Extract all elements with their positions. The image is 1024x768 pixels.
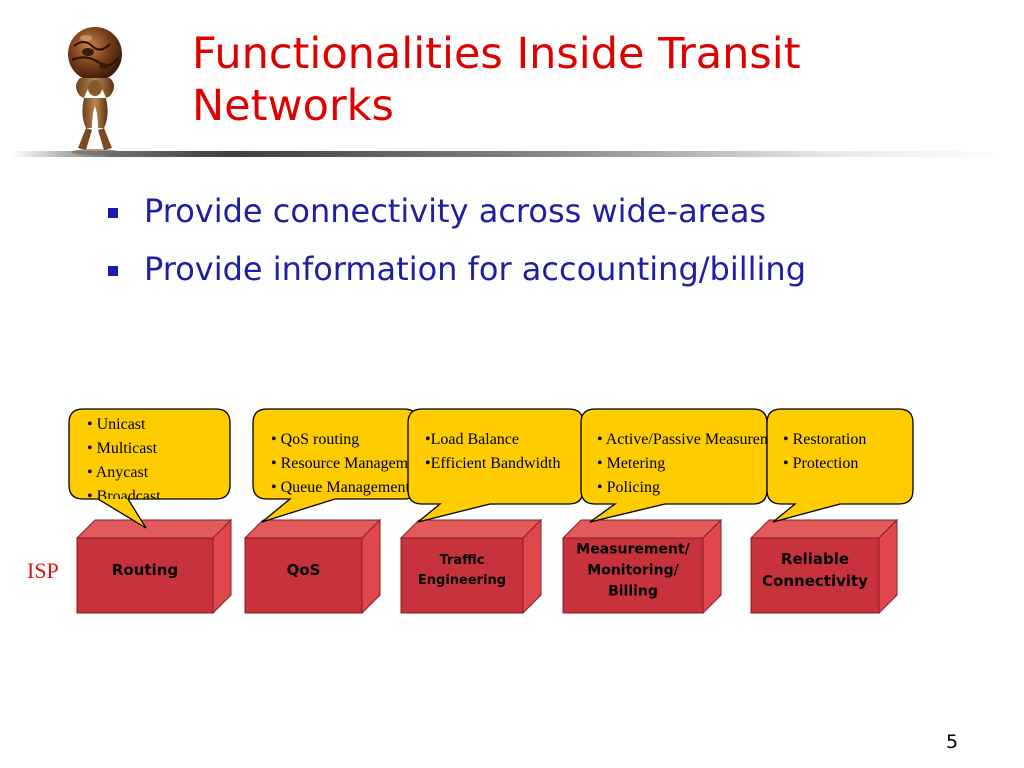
callout-item: • QoS routing bbox=[271, 431, 359, 448]
title-divider bbox=[12, 151, 1012, 157]
callout-item: • Queue Management bbox=[271, 479, 410, 496]
function-block: Measurement/Monitoring/Billing bbox=[561, 518, 723, 615]
callout-shape bbox=[580, 408, 768, 523]
block-top-face bbox=[75, 519, 233, 539]
block-label: Routing bbox=[112, 561, 178, 579]
bullet-item: Provide information for accounting/billi… bbox=[108, 246, 806, 304]
callout-shape bbox=[68, 408, 231, 529]
block-front-face bbox=[400, 537, 524, 614]
callout-item: • Policing bbox=[597, 479, 660, 496]
block-front-face bbox=[76, 537, 214, 614]
callout-bubble: • Restoration • Protection bbox=[766, 408, 914, 523]
callout-item: •Load Balance bbox=[425, 431, 519, 448]
callout-bubble: • QoS routing • Resource Management • Queu… bbox=[252, 408, 428, 523]
callout-item: • Unicast bbox=[87, 416, 146, 433]
bullet-text: Provide information for accounting/billi… bbox=[144, 250, 807, 288]
block-top-face bbox=[399, 519, 543, 539]
slide-title: Functionalities Inside Transit Networks bbox=[192, 28, 952, 132]
block-label: Engineering bbox=[418, 573, 506, 588]
slide-title-line-2: Networks bbox=[192, 81, 394, 131]
callout-item: • Active/Passive Measurement bbox=[597, 431, 792, 448]
bullet-list: Provide connectivity across wide-areas P… bbox=[108, 188, 806, 304]
callout-item: • Broadcast bbox=[87, 488, 161, 505]
block-top-face bbox=[561, 519, 723, 539]
block-top-face bbox=[243, 519, 382, 539]
callout-bubble: •Load Balance •Efficient Bandwidth bbox=[407, 408, 584, 523]
bullet-square-icon bbox=[108, 208, 118, 218]
bullet-square-icon bbox=[108, 266, 118, 276]
callout-text-group: •Load Balance •Efficient Bandwidth bbox=[425, 431, 561, 472]
callout-item: •Efficient Bandwidth bbox=[425, 455, 561, 472]
block-label: Monitoring/ bbox=[587, 562, 679, 578]
callout-text-group: • Unicast • Multicast • Anycast • Broadcast bbox=[87, 416, 161, 505]
callout-shape bbox=[766, 408, 914, 523]
callout-bubble: • Unicast • Multicast • Anycast • Broadcast bbox=[68, 408, 231, 529]
block-label: Traffic bbox=[440, 553, 485, 568]
function-block: Routing bbox=[75, 518, 233, 615]
callout-item: • Protection bbox=[783, 455, 858, 472]
bullet-text: Provide connectivity across wide-areas bbox=[144, 192, 767, 230]
callout-text-group: • Restoration • Protection bbox=[783, 431, 866, 472]
block-top-face bbox=[749, 519, 899, 539]
atlas-globe-logo-icon bbox=[58, 24, 132, 156]
callout-item: • Resource Management bbox=[271, 455, 428, 472]
callout-bubbles: • Unicast • Multicast • Anycast • Broadcast… bbox=[68, 408, 914, 529]
callout-item: • Metering bbox=[597, 455, 665, 472]
block-label: Connectivity bbox=[762, 572, 868, 590]
callout-item: • Multicast bbox=[87, 440, 158, 457]
callout-bubble: • Active/Passive Measurement • Metering • … bbox=[580, 408, 792, 523]
bullet-item: Provide connectivity across wide-areas bbox=[108, 188, 806, 246]
block-front-face bbox=[244, 537, 363, 614]
callout-item: • Anycast bbox=[87, 464, 149, 481]
block-label: Reliable bbox=[781, 550, 849, 568]
callout-text-group: • Active/Passive Measurement • Metering • … bbox=[597, 431, 792, 496]
slide-title-line-1: Functionalities Inside Transit bbox=[192, 29, 801, 79]
block-label: Measurement/ bbox=[576, 541, 690, 557]
block-front-face bbox=[750, 537, 880, 614]
block-front-face bbox=[562, 537, 704, 614]
callout-text-group: • QoS routing • Resource Management • Queu… bbox=[271, 431, 428, 496]
block-label: Billing bbox=[608, 583, 658, 599]
page-number: 5 bbox=[946, 731, 959, 753]
block-label: QoS bbox=[287, 561, 321, 579]
isp-label: ISP bbox=[27, 558, 59, 583]
function-block: QoS bbox=[243, 518, 382, 615]
callout-item: • Restoration bbox=[783, 431, 866, 448]
